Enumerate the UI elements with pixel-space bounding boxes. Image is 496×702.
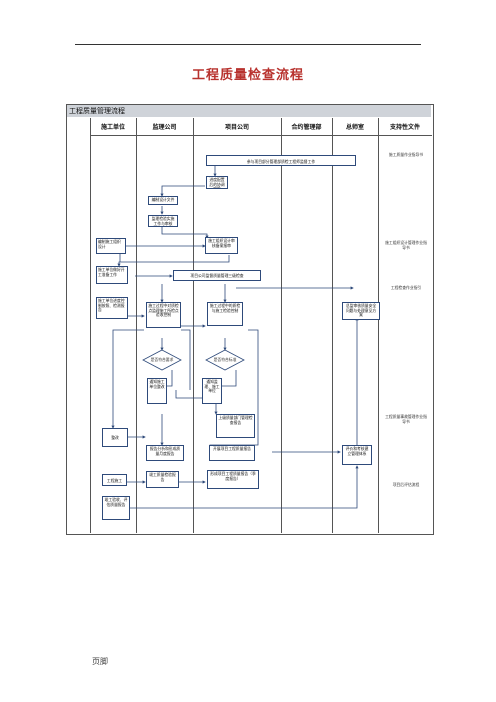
lane-header-project-company: 项目公司 <box>224 124 249 131</box>
flow-step-box: 工程施工 <box>102 474 127 486</box>
flow-step-box: 施工单位进度控制按照、检测报告 <box>96 297 128 319</box>
lane-header-contract-dept: 合约管理部 <box>291 124 322 131</box>
flow-step-box: 报告分析和形成质量月度报告 <box>146 445 184 461</box>
lane-header-chief-office: 总师室 <box>345 124 364 131</box>
header-rule <box>75 44 421 45</box>
flow-step-box: 竣工质量检验报告 <box>146 471 179 488</box>
flow-step-box: 编制设计文件 <box>148 196 178 205</box>
flow-step-box: 形成项目工程质量报告（季度报告） <box>207 470 259 489</box>
header-divider <box>90 135 432 136</box>
lane-divider <box>378 118 379 533</box>
flow-step-box: 施工单位做好开工准备工作 <box>96 266 128 284</box>
flow-step-box: 开展项目工程质量报告 <box>209 445 255 461</box>
flow-step-box: 项目公司监督质量管理三级检查 <box>173 270 261 281</box>
support-doc-text: 工程质量事故管理作业指导书 <box>385 414 427 424</box>
flowchart-title: 工程质量管理流程 <box>67 105 431 117</box>
flow-step-box: 通知施工单位整改 <box>147 378 167 404</box>
support-doc-text: 施工质量作业指导书 <box>388 152 424 157</box>
support-doc-text: 施工组织设计管理作业指导书 <box>385 240 427 250</box>
lane-header-contractor: 施工单位 <box>100 124 125 131</box>
page-footer: 页脚 <box>92 657 108 666</box>
lane-divider <box>281 118 282 533</box>
flow-step-box: 通知监理、施工单位 <box>202 378 222 404</box>
lane-divider <box>136 118 137 533</box>
flow-step-box: 施工过程中的质检与施工检验控制 <box>207 302 243 326</box>
decision-label: 是否符合标准 <box>213 357 237 362</box>
flow-step-box: 进度配置后的协调实施 <box>206 176 228 189</box>
flow-step-box: 施工过程中对质检点监理施工所检点验收控制 <box>146 302 181 328</box>
document-title: 工程质量检查流程 <box>191 68 304 83</box>
lane-divider <box>332 118 333 533</box>
lane-divider <box>193 118 194 533</box>
support-doc-text: 工程检查作业指引 <box>390 285 422 290</box>
lane-header-support-docs: 支持性文件 <box>389 124 420 131</box>
flow-step-box: 施工组织设计审核备案报审 <box>205 237 238 254</box>
decision-label: 是否符合要求 <box>150 357 174 362</box>
flow-step-box: 整改 <box>102 428 128 447</box>
flow-step-box: 参与项目部分管理部质检工程师监督工作 <box>206 155 356 166</box>
flow-step-box: 竣工验收、评估质量报告 <box>102 496 130 520</box>
flow-step-box: 监理检验实施工作与审核 <box>148 215 178 227</box>
lane-divider <box>90 118 91 533</box>
flow-step-box: 总监审核质量安全问题与处理意见方案 <box>342 302 380 320</box>
lane-header-supervisor: 监理公司 <box>152 124 177 131</box>
flow-step-box: 上级质量部门管理检查报告 <box>216 414 255 438</box>
support-doc-text: 项目后评估流程 <box>392 482 420 487</box>
flow-step-box: 评价和考核建立管理体系 <box>342 445 372 465</box>
flow-step-box: 编制施工组织设计 <box>96 238 126 254</box>
